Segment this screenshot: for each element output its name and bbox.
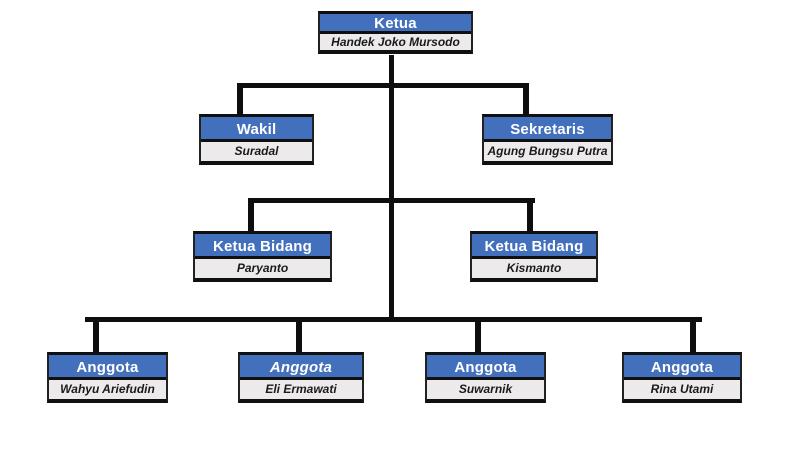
- node-person-name: Eli Ermawati: [240, 380, 362, 399]
- node-title-label: Wakil: [201, 117, 312, 142]
- connector-stub-sekretaris: [523, 83, 529, 114]
- connector-level2-horizontal: [237, 83, 529, 88]
- node-title-label: Anggota: [49, 355, 166, 380]
- org-node-ketua-bidang-kismanto: Ketua Bidang Kismanto: [470, 231, 598, 282]
- node-title-label: Anggota: [240, 355, 362, 380]
- org-node-anggota-eli-ermawati: Anggota Eli Ermawati: [238, 352, 364, 403]
- org-node-ketua-bidang-paryanto: Ketua Bidang Paryanto: [193, 231, 332, 282]
- node-person-name: Wahyu Ariefudin: [49, 380, 166, 399]
- connector-stub-anggota-4: [690, 317, 696, 353]
- node-person-name: Kismanto: [472, 259, 596, 278]
- node-person-name: Suradal: [201, 142, 312, 161]
- node-title-label: Anggota: [624, 355, 740, 380]
- org-node-ketua: Ketua Handek Joko Mursodo: [318, 11, 473, 54]
- connector-stub-anggota-1: [93, 317, 99, 353]
- org-node-wakil: Wakil Suradal: [199, 114, 314, 165]
- node-person-name: Rina Utami: [624, 380, 740, 399]
- connector-stub-anggota-3: [475, 317, 481, 353]
- node-person-name: Handek Joko Mursodo: [320, 34, 471, 50]
- org-node-anggota-suwarnik: Anggota Suwarnik: [425, 352, 546, 403]
- org-node-sekretaris: Sekretaris Agung Bungsu Putra: [482, 114, 613, 165]
- connector-spine-vertical: [389, 55, 394, 322]
- org-node-anggota-rina-utami: Anggota Rina Utami: [622, 352, 742, 403]
- org-node-anggota-wahyu-ariefudin: Anggota Wahyu Ariefudin: [47, 352, 168, 403]
- node-person-name: Paryanto: [195, 259, 330, 278]
- node-person-name: Agung Bungsu Putra: [484, 142, 611, 161]
- connector-stub-ketua-bidang-1: [248, 198, 254, 231]
- connector-level4-horizontal: [85, 317, 702, 322]
- connector-stub-wakil: [237, 83, 243, 114]
- node-title-label: Ketua Bidang: [195, 234, 330, 259]
- connector-stub-ketua-bidang-2: [527, 198, 533, 231]
- node-title-label: Ketua Bidang: [472, 234, 596, 259]
- connector-level3-horizontal: [248, 198, 535, 203]
- node-title-label: Ketua: [320, 14, 471, 34]
- connector-stub-anggota-2: [296, 317, 302, 353]
- node-person-name: Suwarnik: [427, 380, 544, 399]
- node-title-label: Sekretaris: [484, 117, 611, 142]
- node-title-label: Anggota: [427, 355, 544, 380]
